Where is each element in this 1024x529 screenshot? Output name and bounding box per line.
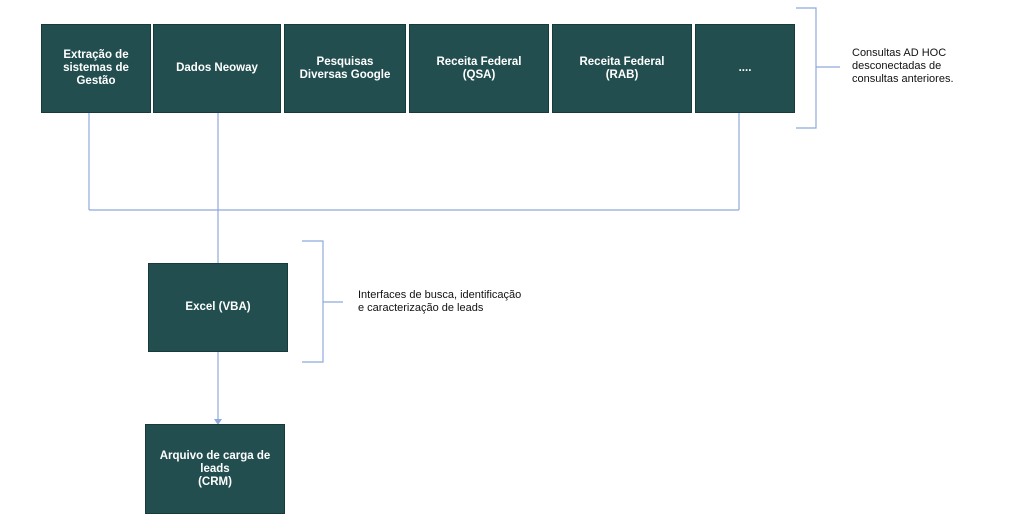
source-qsa-label: Receita Federal (QSA) [436, 55, 522, 81]
source-rab-label: Receita Federal (RAB) [579, 55, 665, 81]
excel-note: Interfaces de busca, identificação e car… [358, 289, 522, 314]
source-gestao-box: Extração de sistemas de Gestão [41, 24, 151, 113]
source-qsa-box: Receita Federal (QSA) [409, 24, 549, 113]
source-neoway-label: Dados Neoway [176, 62, 258, 74]
source-google-label: Pesquisas Diversas Google [299, 55, 391, 81]
source-rab-box: Receita Federal (RAB) [552, 24, 692, 113]
arrowhead-crm [214, 419, 222, 425]
crm-file-box: Arquivo de carga de leads (CRM) [145, 424, 285, 514]
bracket-sources [796, 7, 817, 129]
sources-note: Consultas AD HOC desconectadas de consul… [852, 47, 954, 85]
excel-vba-box: Excel (VBA) [148, 263, 288, 352]
crm-file-label: Arquivo de carga de leads (CRM) [159, 449, 271, 488]
source-google-box: Pesquisas Diversas Google [284, 24, 406, 113]
source-more-label: .... [738, 62, 752, 74]
source-more-box: .... [695, 24, 795, 113]
bracket-excel [302, 240, 324, 363]
excel-vba-label: Excel (VBA) [185, 301, 251, 313]
source-gestao-label: Extração de sistemas de Gestão [63, 49, 129, 87]
source-neoway-box: Dados Neoway [153, 24, 281, 113]
